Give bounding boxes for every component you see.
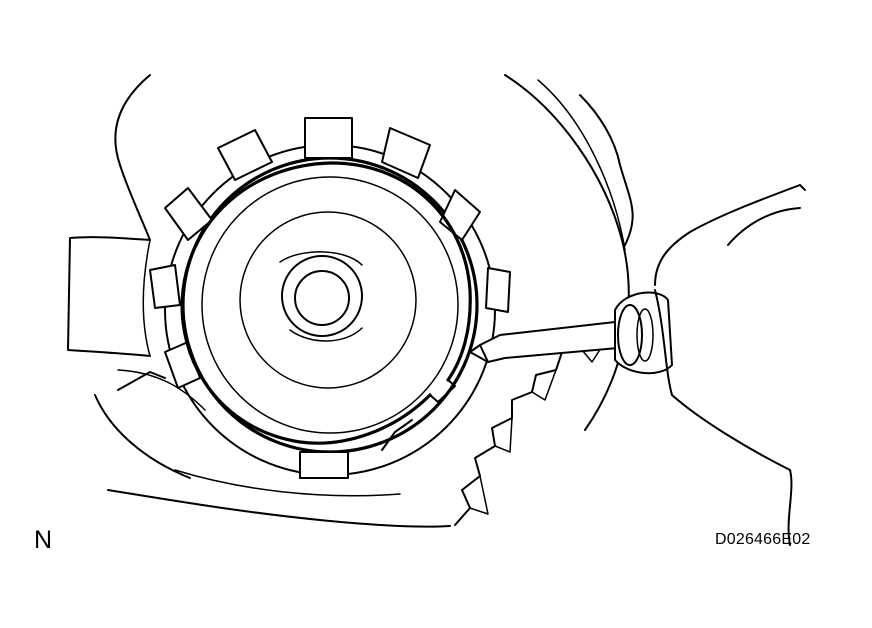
view-label: N <box>34 526 53 554</box>
snap-ring <box>180 161 472 451</box>
clutch-drum <box>164 144 496 476</box>
technician-hand <box>654 184 806 546</box>
screwdriver-tool <box>469 291 673 375</box>
figure-code: D026466E02 <box>715 531 811 548</box>
transmission-case-outline <box>67 74 634 528</box>
drum-spline-teeth <box>149 117 511 479</box>
